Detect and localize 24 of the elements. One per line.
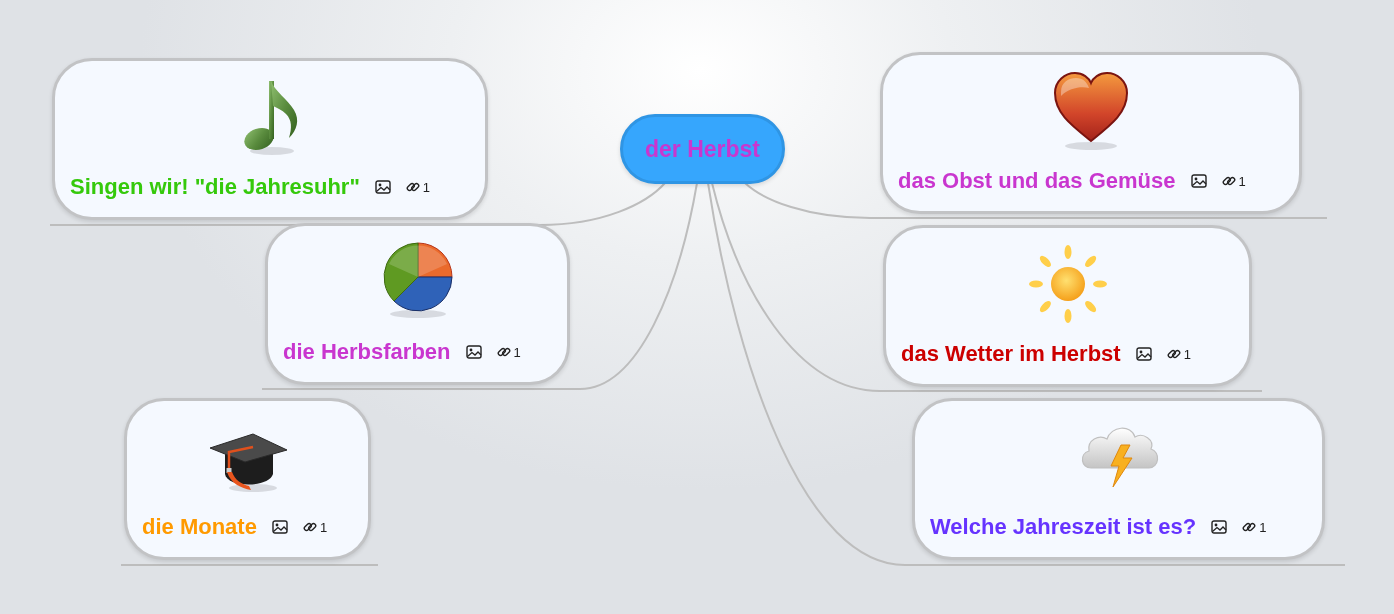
topic-card (883, 225, 1252, 387)
connector-line (261, 182, 698, 390)
link-count: 1 (1238, 173, 1246, 189)
topic-title: das Obst und das Gemüse (898, 168, 1176, 194)
connector-line (744, 182, 1328, 219)
central-topic (620, 114, 785, 184)
topic-card (912, 398, 1325, 560)
topic-title: die Monate (142, 514, 257, 540)
link-count: 1 (513, 344, 521, 360)
link-count: 1 (319, 519, 328, 535)
topic-card (52, 58, 488, 220)
topic-card (124, 398, 371, 560)
topic-title: Welche Jahreszeit ist es? (930, 514, 1197, 540)
link-count: 1 (1259, 519, 1267, 535)
topic-title: Singen wir! "die Jahresuhr" (70, 174, 360, 200)
connector-line (711, 182, 1263, 392)
link-count: 1 (422, 179, 431, 195)
topic-card (880, 52, 1302, 214)
central-topic-label: der Herbst (644, 135, 760, 163)
topic-title: die Herbsfarben (283, 339, 451, 365)
connector-line (707, 182, 1346, 566)
topic-card (265, 223, 570, 385)
link-count: 1 (1183, 346, 1191, 362)
topic-title: das Wetter im Herbst (901, 341, 1121, 367)
